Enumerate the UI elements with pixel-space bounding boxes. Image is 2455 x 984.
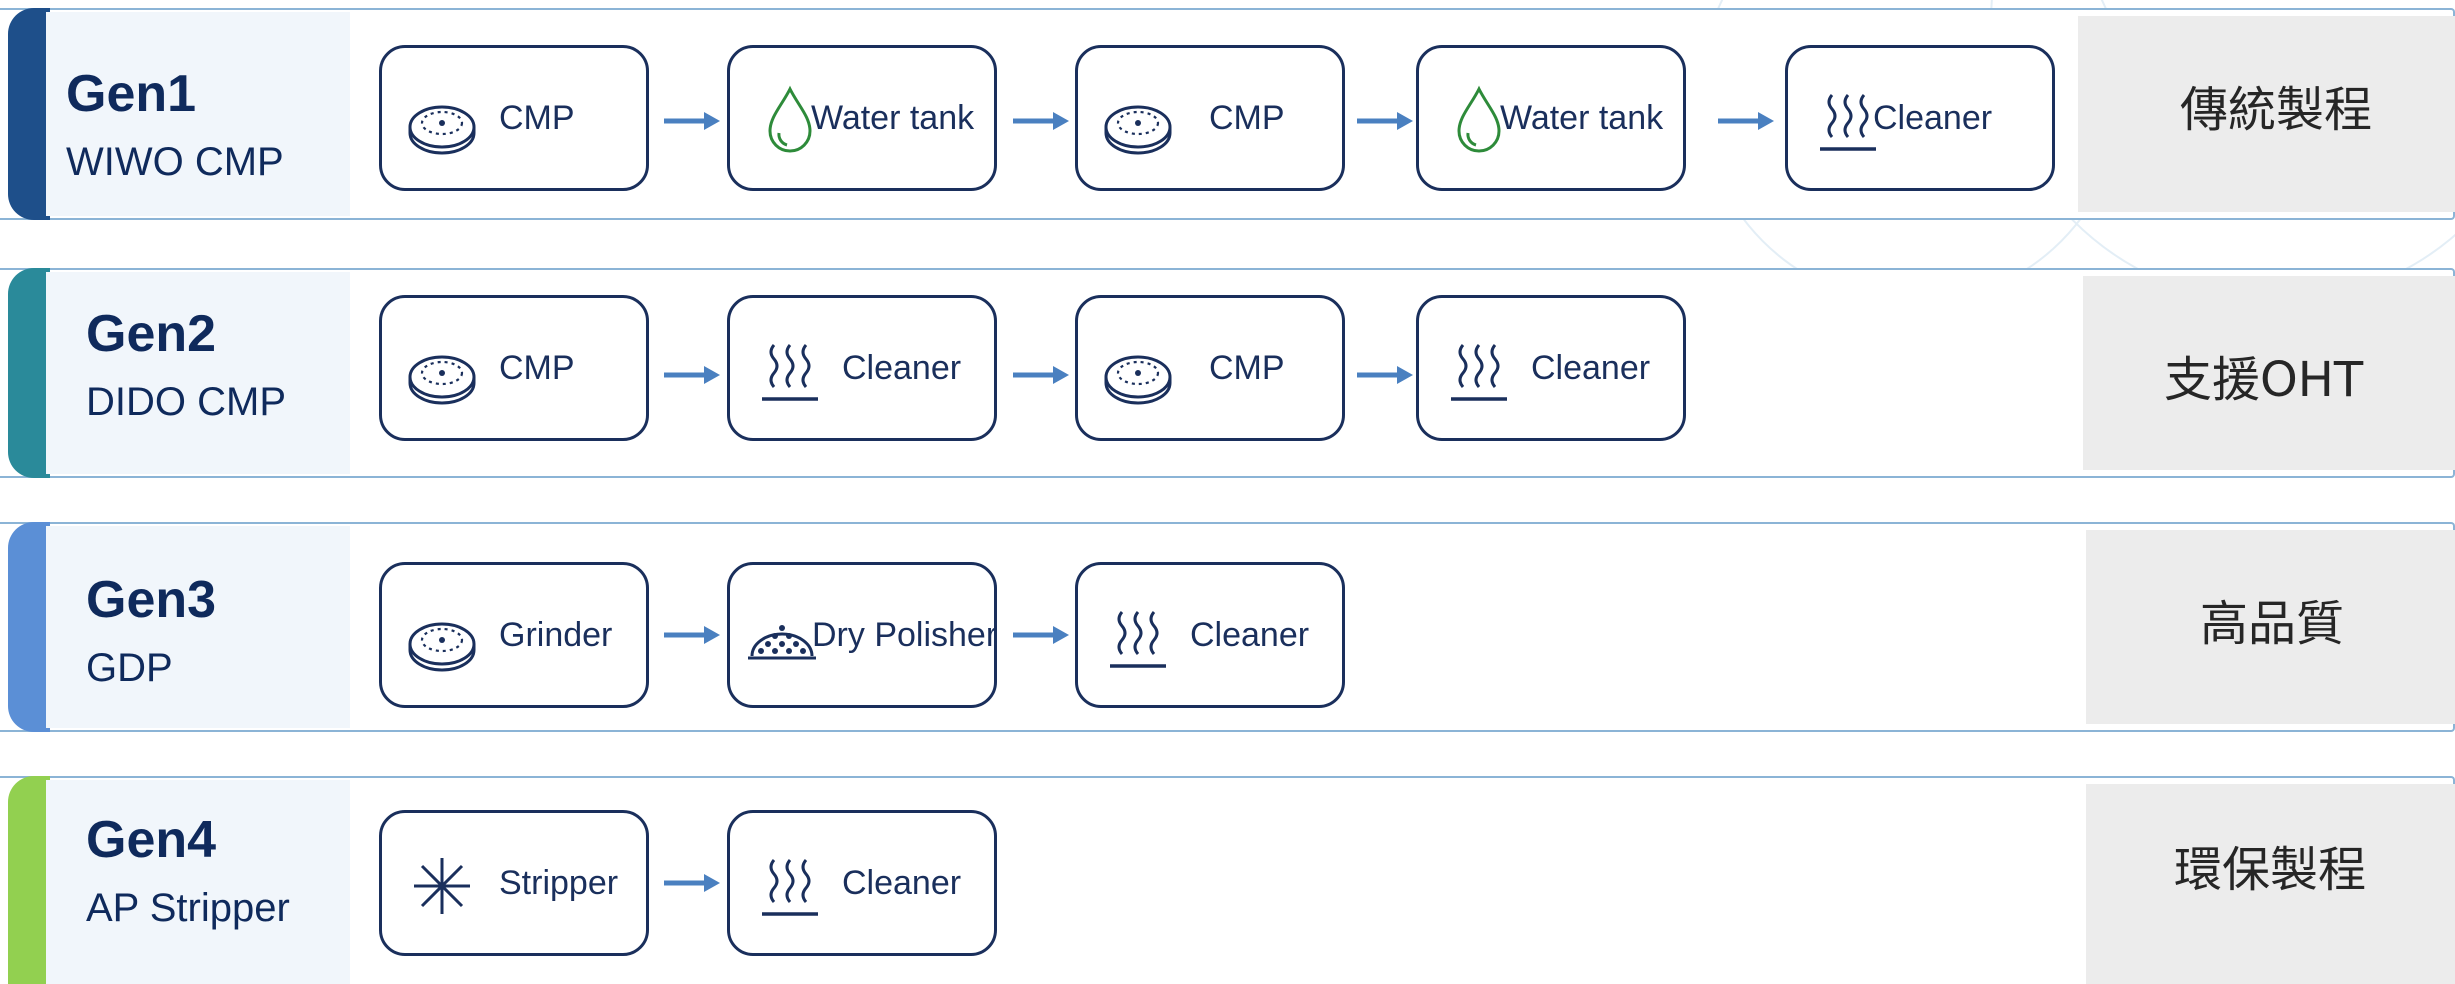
flow-arrow <box>1357 366 1413 384</box>
row-label-panel <box>46 780 350 984</box>
process-step-box: Cleaner <box>1785 45 2055 191</box>
dry-polisher-icon <box>748 625 816 660</box>
step-label: CMP <box>499 99 575 137</box>
flow-arrow <box>1013 626 1069 644</box>
row-accent-bar <box>8 268 50 478</box>
process-step-box: Stripper <box>379 810 649 956</box>
step-label: Grinder <box>499 616 613 654</box>
row-description-panel <box>2083 276 2455 470</box>
steam-icon <box>1451 344 1507 401</box>
process-step-box: CMP <box>379 45 649 191</box>
row-description-panel <box>2078 16 2455 212</box>
gen4-row: Gen4 AP Stripper Stripper Cleaner 環保製程 <box>0 776 2455 984</box>
step-label: Dry Polisher <box>812 616 998 654</box>
wafer-icon <box>1104 105 1172 155</box>
step-label: Cleaner <box>842 864 962 902</box>
row-description: 支援OHT <box>2164 352 2364 408</box>
step-label: Stripper <box>499 864 619 902</box>
steam-icon <box>1820 94 1876 151</box>
row-label-panel <box>46 12 350 216</box>
flow-arrow <box>1718 112 1774 130</box>
row-accent-bar <box>8 522 50 732</box>
process-step-box: Grinder <box>379 562 649 708</box>
row-accent-bar <box>8 776 50 984</box>
gen-subtitle: WIWO CMP <box>66 140 284 184</box>
flow-arrow <box>664 112 720 130</box>
row-description-panel <box>2086 784 2455 984</box>
step-label: CMP <box>499 349 575 387</box>
process-step-box: Water tank <box>1416 45 1686 191</box>
flow-arrow <box>664 874 720 892</box>
steam-icon <box>762 859 818 916</box>
step-label: Water tank <box>1500 99 1664 137</box>
row-accent-bar <box>8 8 50 220</box>
wafer-icon <box>408 355 476 405</box>
gen-title: Gen2 <box>86 305 217 363</box>
water-drop-icon <box>1457 85 1501 153</box>
gen-subtitle: GDP <box>86 646 173 690</box>
step-label: Cleaner <box>1531 349 1651 387</box>
flow-arrow <box>664 626 720 644</box>
process-step-box: CMP <box>1075 45 1345 191</box>
process-step-box: Dry Polisher <box>727 562 997 708</box>
gen-subtitle: DIDO CMP <box>86 380 286 424</box>
process-step-box: Cleaner <box>1075 562 1345 708</box>
steam-icon <box>1110 611 1166 668</box>
step-label: CMP <box>1209 99 1285 137</box>
flow-arrow <box>1357 112 1413 130</box>
gen-title: Gen4 <box>86 811 217 869</box>
process-step-box: Cleaner <box>727 810 997 956</box>
row-description: 高品質 <box>2200 596 2345 652</box>
water-drop-icon <box>768 85 812 153</box>
step-label: CMP <box>1209 349 1285 387</box>
process-step-box: Cleaner <box>1416 295 1686 441</box>
wafer-icon <box>408 105 476 155</box>
row-label-panel <box>46 272 350 474</box>
gen-title: Gen1 <box>66 65 197 123</box>
process-step-box: Water tank <box>727 45 997 191</box>
step-label: Cleaner <box>1190 616 1310 654</box>
gen-title: Gen3 <box>86 571 217 629</box>
step-label: Water tank <box>811 99 975 137</box>
gen1-row: Gen1 WIWO CMP CMP Water tank CMP <box>0 8 2455 220</box>
steam-icon <box>762 344 818 401</box>
row-description: 傳統製程 <box>2180 82 2373 138</box>
row-description: 環保製程 <box>2174 842 2367 898</box>
process-step-box: CMP <box>379 295 649 441</box>
gen3-row: Gen3 GDP Grinder Dry Polisher Clea <box>0 522 2455 732</box>
flow-arrow <box>1013 112 1069 130</box>
process-step-box: Cleaner <box>727 295 997 441</box>
gen-subtitle: AP Stripper <box>86 886 290 930</box>
asterisk-icon <box>414 858 470 914</box>
gen2-row: Gen2 DIDO CMP CMP Cleaner CMP <box>0 268 2455 478</box>
step-label: Cleaner <box>842 349 962 387</box>
wafer-icon <box>1104 355 1172 405</box>
flow-arrow <box>664 366 720 384</box>
process-step-box: CMP <box>1075 295 1345 441</box>
flow-arrow <box>1013 366 1069 384</box>
step-label: Cleaner <box>1873 99 1993 137</box>
wafer-icon <box>408 622 476 672</box>
row-description-panel <box>2086 530 2455 724</box>
row-label-panel <box>46 526 350 728</box>
